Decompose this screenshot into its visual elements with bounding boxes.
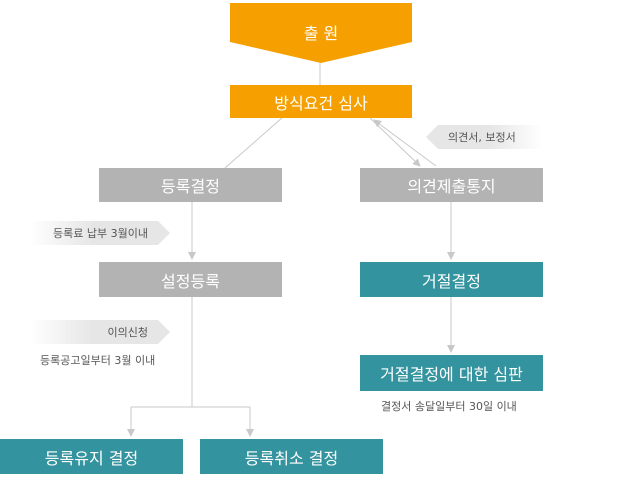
ribbon-opinion-docs: 의견서, 보정서 [426, 125, 542, 149]
node-opinion-notice-label: 의견제출통지 [407, 177, 496, 196]
arrow-exam-to-opinion [369, 117, 421, 167]
node-rejection-decision: 거절결정 [360, 262, 543, 297]
label-objection-period: 등록공고일부터 3월 이내 [40, 354, 156, 367]
node-registration-decision: 등록결정 [99, 168, 282, 202]
node-maintain-decision: 등록유지 결정 [0, 439, 183, 474]
node-rejection-trial-label: 거절결정에 대한 심판 [380, 365, 523, 384]
node-application-label: 출 원 [303, 24, 339, 43]
arrow-opinion-to-exam [373, 119, 437, 167]
ribbon-objection-label: 이의신청 [107, 326, 148, 339]
node-cancel-decision: 등록취소 결정 [200, 439, 383, 474]
node-cancel-decision-label: 등록취소 결정 [244, 448, 339, 468]
node-maintain-decision-label: 등록유지 결정 [44, 448, 139, 468]
ribbon-objection: 이의신청 [30, 320, 170, 344]
node-rejection-decision-label: 거절결정 [422, 271, 481, 291]
node-formality-exam: 방식요건 심사 [230, 85, 412, 118]
ribbon-fee-payment-label: 등록료 납부 3월이내 [53, 227, 148, 240]
ribbon-opinion-docs-label: 의견서, 보정서 [448, 131, 516, 144]
node-rejection-trial: 거절결정에 대한 심판 [360, 355, 543, 391]
node-opinion-notice: 의견제출통지 [360, 168, 543, 202]
node-setup-registration-label: 설정등록 [161, 271, 220, 291]
node-formality-exam-label: 방식요건 심사 [274, 93, 368, 113]
node-setup-registration: 설정등록 [99, 262, 282, 297]
line-exam-to-registration [224, 116, 284, 169]
label-trial-period: 결정서 송달일부터 30일 이내 [381, 400, 517, 413]
node-registration-decision-label: 등록결정 [161, 177, 220, 196]
ribbon-fee-payment: 등록료 납부 3월이내 [30, 221, 170, 245]
